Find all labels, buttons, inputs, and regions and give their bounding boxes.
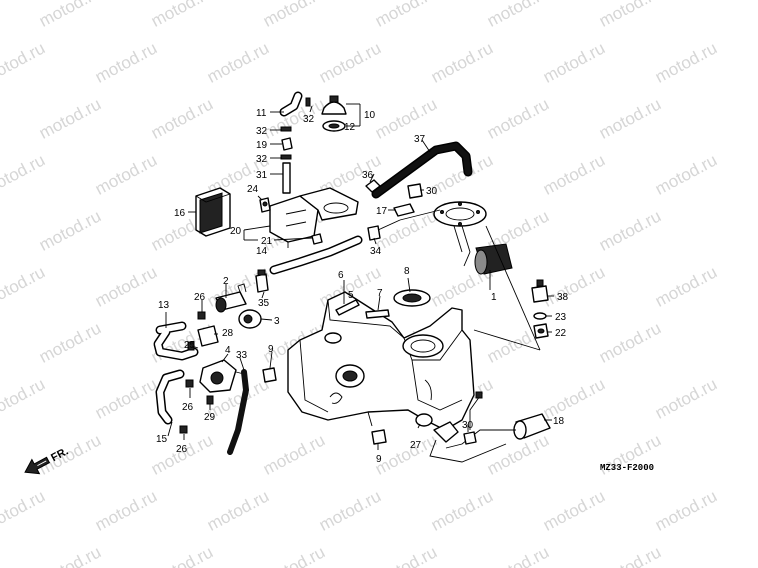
callout-32b: 32	[256, 126, 268, 137]
front-arrow-icon	[24, 456, 51, 475]
clip-32	[280, 97, 311, 160]
callout-22: 22	[555, 328, 567, 339]
bolt-35	[255, 269, 269, 293]
callout-30b: 30	[462, 420, 474, 431]
rubber-cap-a	[262, 367, 277, 383]
bolt-38	[531, 279, 549, 303]
nut-30-top	[407, 183, 423, 199]
callout-4: 4	[225, 345, 231, 356]
drain-tube-37	[371, 141, 473, 199]
seal-ring	[322, 120, 346, 132]
callout-11: 11	[256, 108, 267, 119]
fuel-valve	[199, 359, 245, 393]
clip-26-bottom	[179, 425, 188, 434]
leader-lines	[165, 103, 554, 450]
callout-38: 38	[557, 292, 569, 303]
diagram-code: MZ33-F2000	[600, 463, 654, 473]
vacuum-tube-33	[227, 369, 250, 455]
canister-bracket	[269, 187, 359, 243]
fuel-hose-15	[155, 369, 185, 425]
callout-15: 15	[156, 434, 168, 445]
tube-7	[365, 309, 390, 319]
clip-34	[367, 225, 381, 241]
callout-19: 19	[256, 140, 268, 151]
callout-26b: 26	[182, 402, 194, 413]
callout-1: 1	[491, 292, 497, 303]
fuel-strainer	[215, 283, 247, 313]
callout-7: 7	[377, 288, 383, 299]
callout-20: 20	[230, 226, 242, 237]
fuel-pump-packing	[393, 289, 431, 307]
tube-31	[282, 162, 291, 194]
callout-36: 36	[362, 170, 374, 181]
callout-14: 14	[256, 246, 268, 257]
clip-26-top	[197, 311, 206, 320]
callout-28: 28	[222, 328, 234, 339]
callout-30a: 30	[426, 186, 438, 197]
callout-9a: 9	[268, 344, 274, 355]
callout-31: 31	[256, 170, 268, 181]
grommet-14	[311, 233, 323, 245]
callout-2: 2	[223, 276, 229, 287]
fuel-unit	[429, 391, 551, 463]
nut-30-bottom	[463, 431, 477, 445]
clip-25	[187, 341, 195, 351]
fuel-tank	[287, 291, 475, 431]
callout-8: 8	[404, 266, 410, 277]
callout-25: 25	[184, 340, 196, 351]
washer-23	[533, 312, 547, 320]
callout-labels: 1 2 3 4 5 6 7 8 9 9 10 11 12 13 14 15 16…	[156, 108, 569, 465]
callout-12: 12	[344, 122, 356, 133]
front-direction-indicator: FR.	[24, 445, 70, 475]
clamp-17	[393, 203, 415, 217]
callout-18: 18	[553, 416, 565, 427]
clip-26-mid	[185, 379, 194, 388]
callout-32c: 32	[256, 154, 268, 165]
callout-3: 3	[274, 316, 280, 327]
callout-33: 33	[236, 350, 248, 361]
callout-13: 13	[158, 300, 170, 311]
callout-35: 35	[258, 298, 270, 309]
callout-26a: 26	[194, 292, 206, 303]
nut-22	[533, 323, 549, 339]
vent-tube	[269, 235, 363, 275]
callout-9b: 9	[376, 454, 382, 465]
callout-6: 6	[338, 270, 344, 281]
callout-17: 17	[376, 206, 388, 217]
fuel-joint	[238, 309, 262, 329]
breather-cap	[321, 95, 347, 115]
front-label: FR.	[49, 445, 70, 464]
callout-21: 21	[261, 236, 273, 247]
callout-16: 16	[174, 208, 186, 219]
rubber-cap-b	[371, 429, 387, 445]
callout-37: 37	[414, 134, 426, 145]
o-ring-27	[415, 413, 433, 427]
callout-32a: 32	[303, 114, 315, 125]
callout-24: 24	[247, 184, 259, 195]
canister-16	[195, 187, 231, 237]
callout-26c: 26	[176, 444, 188, 455]
screw-29	[206, 395, 214, 405]
tube-5	[335, 299, 360, 316]
callout-23: 23	[555, 312, 567, 323]
callout-27: 27	[410, 440, 422, 451]
bracket-28	[197, 325, 219, 347]
fuel-hose-13	[153, 321, 199, 361]
joint-19	[281, 137, 293, 151]
callout-10: 10	[364, 110, 376, 121]
breather-tube-11	[279, 91, 303, 117]
callout-5: 5	[348, 290, 354, 301]
callout-29: 29	[204, 412, 216, 423]
fuel-pump	[433, 201, 513, 275]
bolt-24	[259, 197, 271, 213]
callout-34: 34	[370, 246, 382, 257]
